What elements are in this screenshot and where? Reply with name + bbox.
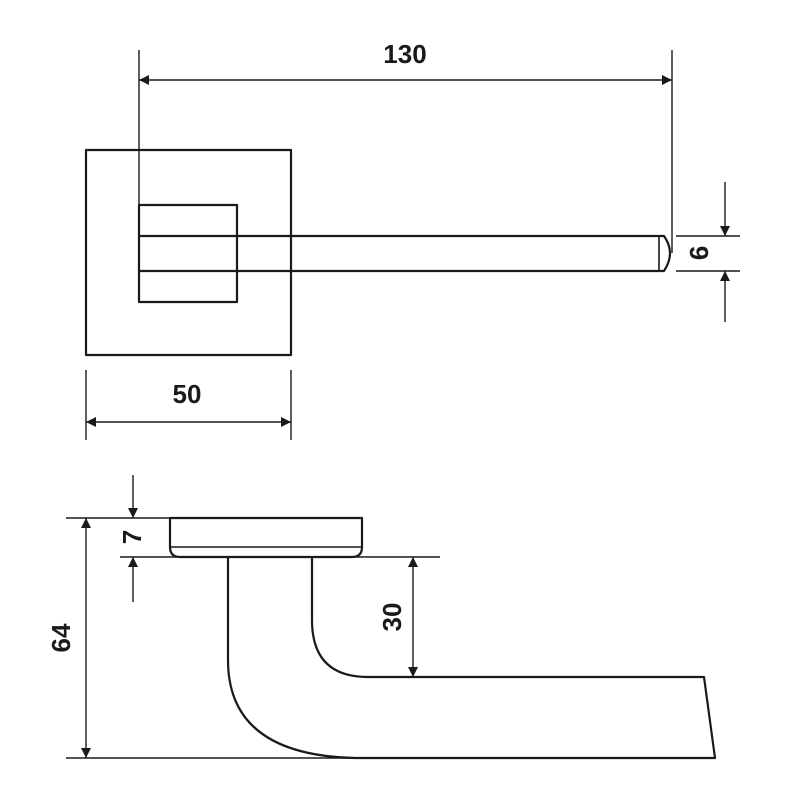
dimension-rosette-width: 50 [85, 370, 292, 440]
rosette-plate [168, 516, 364, 559]
dimension-lever-length: 130 [138, 39, 673, 271]
square-rosette [84, 148, 293, 357]
lever-body-side [226, 555, 717, 760]
dimension-label-9: 9 [684, 246, 714, 260]
dimension-label-7: 7 [117, 530, 147, 544]
lever-arm [137, 234, 672, 273]
dimension-label-64: 64 [46, 623, 76, 652]
lever-base-block [137, 203, 239, 304]
dimension-label-50: 50 [173, 379, 202, 409]
dimension-lever-thickness: 9 [676, 182, 740, 322]
dimension-neck-height: 30 [377, 557, 418, 677]
dimension-total-height: 64 [46, 518, 355, 759]
dimension-rosette-height: 7 [66, 475, 440, 602]
side-view [168, 516, 717, 760]
dimension-label-30: 30 [377, 603, 407, 632]
top-view [84, 148, 672, 357]
dimension-label-130: 130 [383, 39, 426, 69]
